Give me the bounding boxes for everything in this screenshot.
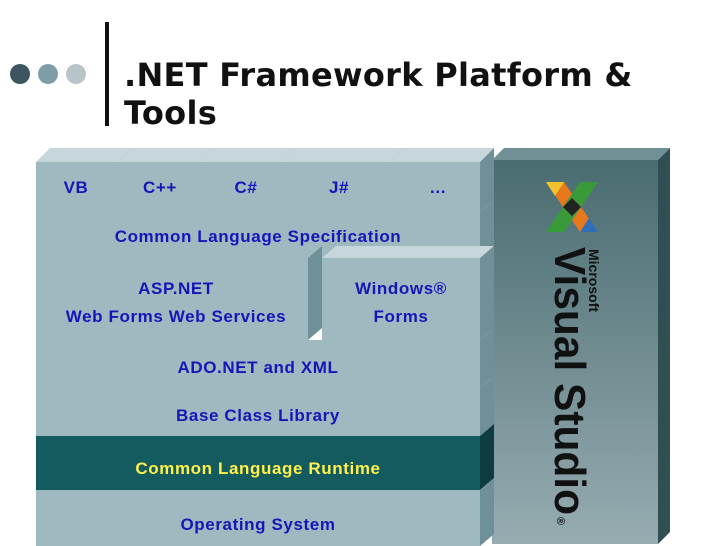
lang-jsharp: J# [329, 178, 349, 197]
visual-studio-wordmark: Microsoft Visual Studio ® [545, 247, 602, 525]
bullet-dot-mid [38, 64, 58, 84]
title-divider [105, 22, 109, 126]
layer-windows-forms [322, 246, 494, 340]
layer-ado-label: ADO.NET and XML [177, 358, 338, 377]
visual-studio-label: Visual Studio [545, 247, 594, 515]
lang-csharp: C# [235, 178, 258, 197]
lang-vb: VB [64, 178, 89, 197]
page-title: .NET Framework Platform & Tools [124, 56, 633, 132]
lang-cpp: C++ [143, 178, 177, 197]
layer-ado [36, 328, 494, 388]
lang-more: … [429, 178, 447, 197]
bullet-dot-dark [10, 64, 30, 84]
layer-clr [36, 424, 494, 490]
layer-clr-label: Common Language Runtime [135, 459, 380, 478]
layer-os [36, 478, 494, 546]
aspnet-subtitle: Web Forms Web Services [66, 307, 286, 326]
registered-mark: ® [554, 517, 566, 525]
layer-cls-label: Common Language Specification [115, 227, 402, 246]
layer-bcl [36, 376, 494, 436]
winforms-subtitle: Forms [374, 307, 429, 326]
winforms-title: Windows® [355, 279, 447, 298]
layer-bcl-label: Base Class Library [176, 406, 340, 425]
layer-aspnet [36, 246, 322, 340]
aspnet-title: ASP.NET [138, 279, 214, 298]
layer-os-label: Operating System [180, 515, 335, 534]
visual-studio-panel [492, 148, 670, 544]
microsoft-label: Microsoft [586, 249, 602, 312]
visual-studio-logo-icon [546, 182, 598, 232]
lang-box-more [389, 148, 494, 212]
bullet-dot-light [66, 64, 86, 84]
